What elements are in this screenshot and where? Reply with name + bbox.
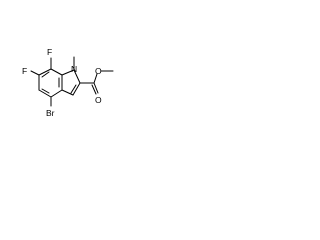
molecule-structure: F F N Br O O: [22, 47, 114, 118]
fluorine-top-label: F: [47, 47, 52, 57]
ester-carbonyl-oxygen-label: O: [95, 95, 102, 105]
fluorine-left-label: F: [22, 66, 27, 76]
bromine-label: Br: [46, 108, 55, 118]
bond-lines: [30, 56, 114, 107]
nitrogen-label: N: [71, 64, 77, 74]
ester-ether-oxygen-label: O: [95, 66, 102, 76]
